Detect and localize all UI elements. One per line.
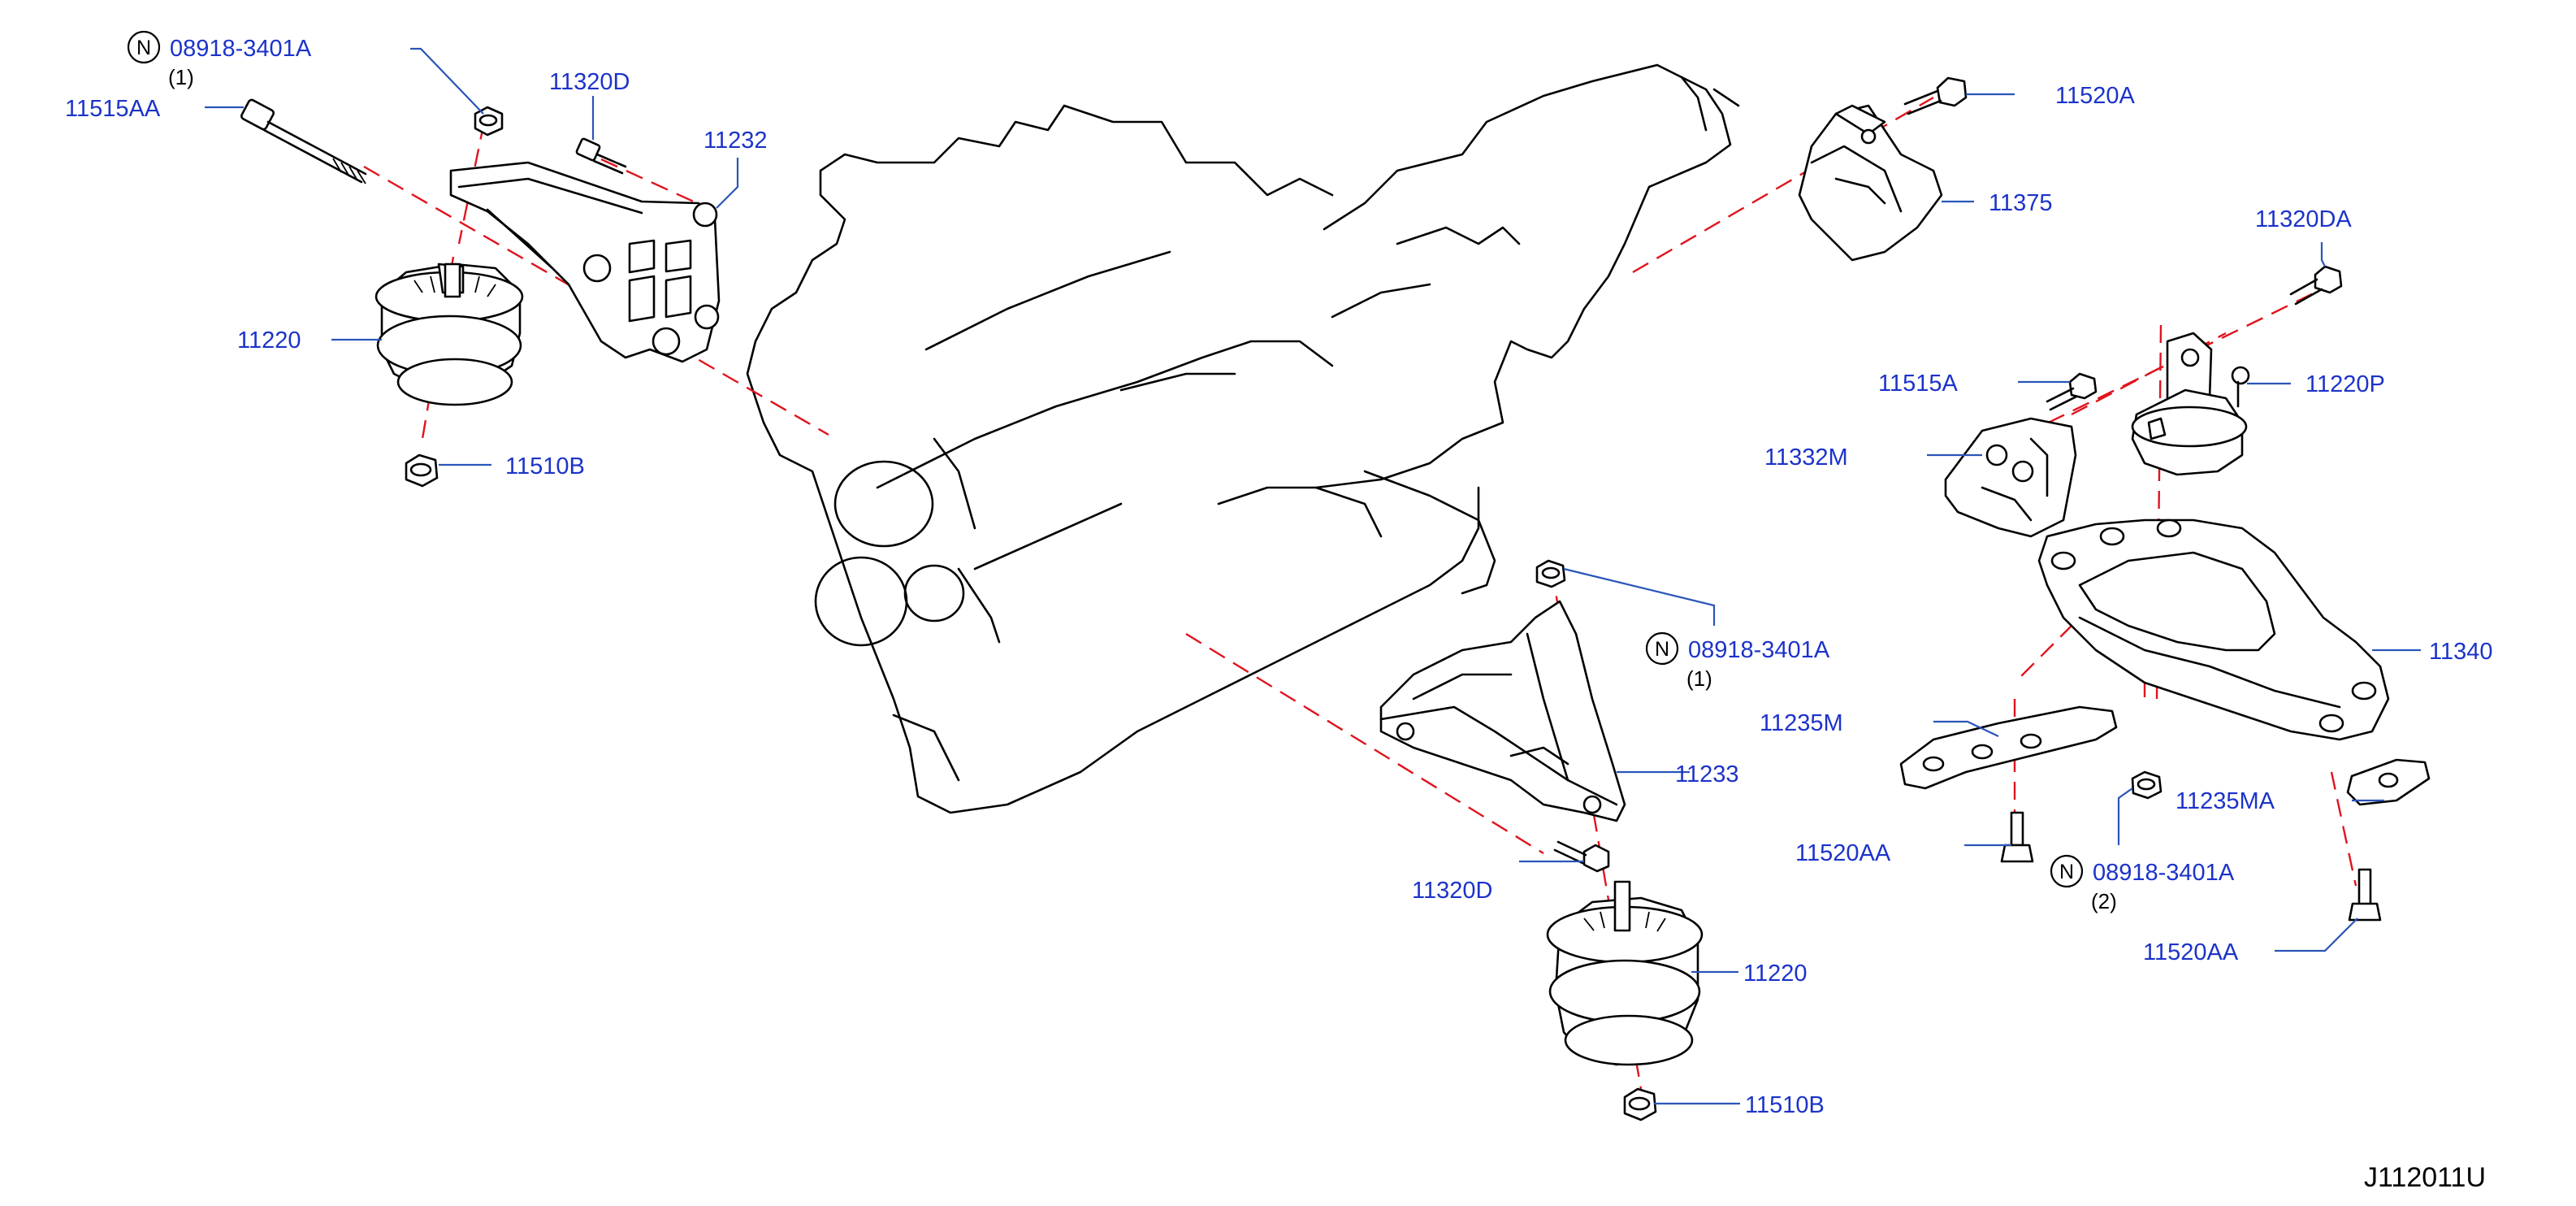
quantity-label: (2) (2091, 889, 2117, 913)
part-label-11520AA[interactable]: 11520AA (1795, 840, 1891, 866)
left-engine-mount-group (240, 98, 721, 488)
engine-mount-insulator-icon (2131, 332, 2250, 476)
nut-icon (2131, 770, 2163, 800)
part-label-11332M[interactable]: 11332M (1764, 445, 1848, 471)
bolt-icon (2289, 265, 2343, 306)
part-label-11220[interactable]: 11220 (237, 328, 301, 354)
part-label-11520AA[interactable]: 11520AA (2143, 939, 2239, 965)
part-label-11320D[interactable]: 11320D (1412, 878, 1492, 904)
engine-bracket-icon (449, 161, 721, 363)
part-label-11515A[interactable]: 11515A (1878, 371, 1958, 397)
part-label-08918-3401A[interactable]: 08918-3401A (2093, 860, 2235, 886)
spacer-plate-icon (2346, 758, 2431, 806)
bolt-icon (1903, 76, 1968, 115)
part-label-11320DA[interactable]: 11320DA (2255, 206, 2352, 232)
long-bolt-icon (240, 98, 367, 184)
engine-transmission-illustration (746, 63, 1740, 814)
bolt-icon (2348, 868, 2382, 922)
mount-bracket-icon (1944, 417, 2077, 538)
svg-text:N: N (1655, 638, 1669, 661)
engine-mount-insulator-icon (1546, 880, 1704, 1066)
quantity-label: (1) (1686, 666, 1712, 691)
part-label-11340[interactable]: 11340 (2429, 639, 2493, 665)
part-label-11510B[interactable]: 11510B (505, 453, 585, 479)
part-label-11235MA[interactable]: 11235MA (2176, 788, 2275, 814)
engine-bracket-icon (1379, 600, 1626, 822)
n-marker: N (1645, 631, 1679, 666)
part-label-11220[interactable]: 11220 (1743, 961, 1808, 987)
nut-icon (1623, 1087, 1657, 1121)
part-labels: 08918-3401A (1) 11515AA 11320D 11232 112… (65, 36, 2493, 1118)
bolt-icon (2000, 811, 2034, 863)
n-marker: N (2050, 854, 2084, 888)
engine-mount-insulator-icon (374, 262, 524, 406)
part-label-08918-3401A[interactable]: 08918-3401A (170, 36, 312, 62)
part-label-11515AA[interactable]: 11515AA (65, 96, 161, 122)
n-marker: N (127, 30, 161, 64)
svg-text:N: N (136, 37, 151, 59)
part-label-11233[interactable]: 11233 (1675, 761, 1739, 787)
rear-mount-group (1798, 76, 1968, 262)
part-label-08918-3401A[interactable]: 08918-3401A (1688, 637, 1830, 663)
small-bolt-icon (575, 137, 627, 175)
spacer-plate-icon (1899, 705, 2118, 790)
nut-icon (1535, 559, 1566, 588)
nut-icon (474, 106, 504, 137)
center-mount-group (1379, 559, 1704, 1121)
crossmember-icon (2037, 518, 2390, 741)
part-label-11235M[interactable]: 11235M (1760, 710, 1843, 736)
rear-insulator-icon (1798, 104, 1943, 262)
part-label-11375[interactable]: 11375 (1989, 190, 2053, 216)
small-bolt-icon (1553, 840, 1610, 873)
part-label-11320D[interactable]: 11320D (549, 69, 630, 95)
part-label-11510B[interactable]: 11510B (1745, 1092, 1825, 1118)
part-label-11232[interactable]: 11232 (704, 128, 768, 154)
svg-text:N: N (2059, 861, 2074, 883)
bolt-icon (2046, 372, 2098, 411)
right-mount-group (1899, 265, 2431, 922)
drawing-code: J112011U (2364, 1162, 2486, 1193)
leader-lines (205, 47, 2421, 1105)
part-label-11520A[interactable]: 11520A (2055, 83, 2135, 109)
quantity-label: (1) (168, 65, 194, 89)
nut-icon (405, 453, 439, 488)
part-label-11220P[interactable]: 11220P (2305, 371, 2385, 397)
